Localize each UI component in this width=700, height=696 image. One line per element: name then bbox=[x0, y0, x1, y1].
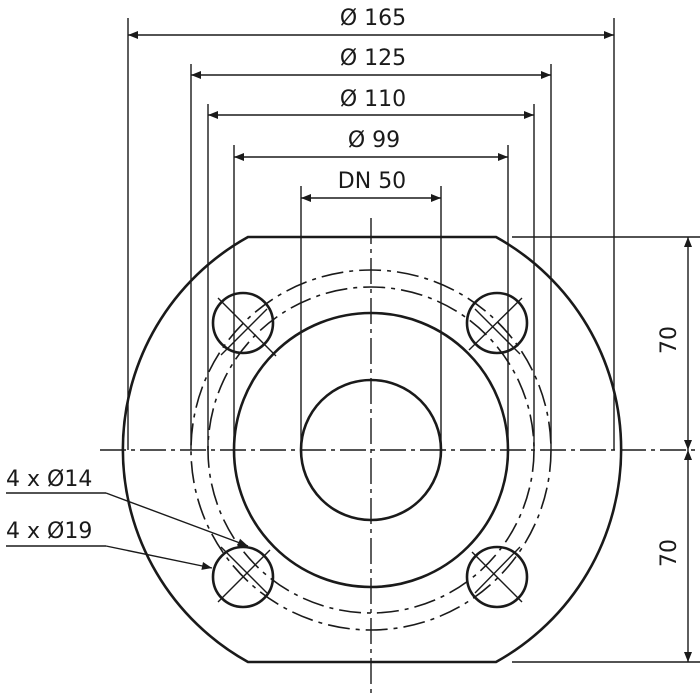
bolt-hole-bottom-left bbox=[211, 545, 275, 609]
dim-label-dn: DN 50 bbox=[338, 169, 406, 194]
dim-label-lower-height: 70 bbox=[657, 539, 682, 567]
leader-bolt-hole-small bbox=[105, 492, 249, 547]
dim-label-125: Ø 125 bbox=[340, 46, 406, 71]
flange-outline bbox=[121, 235, 623, 664]
bolt-hole-top-right bbox=[465, 291, 529, 355]
bolt-hole-bottom-right bbox=[465, 545, 529, 609]
callout-bolt-hole-small: 4 x Ø14 bbox=[6, 467, 92, 492]
dim-label-165: Ø 165 bbox=[340, 6, 406, 31]
bolt-hole-top-left bbox=[211, 291, 277, 357]
leader-bolt-hole-large bbox=[105, 545, 213, 570]
dim-label-110: Ø 110 bbox=[340, 87, 406, 112]
callout-bolt-hole-large: 4 x Ø19 bbox=[6, 519, 92, 544]
dim-label-99: Ø 99 bbox=[348, 128, 400, 153]
dim-label-upper-height: 70 bbox=[657, 326, 682, 354]
